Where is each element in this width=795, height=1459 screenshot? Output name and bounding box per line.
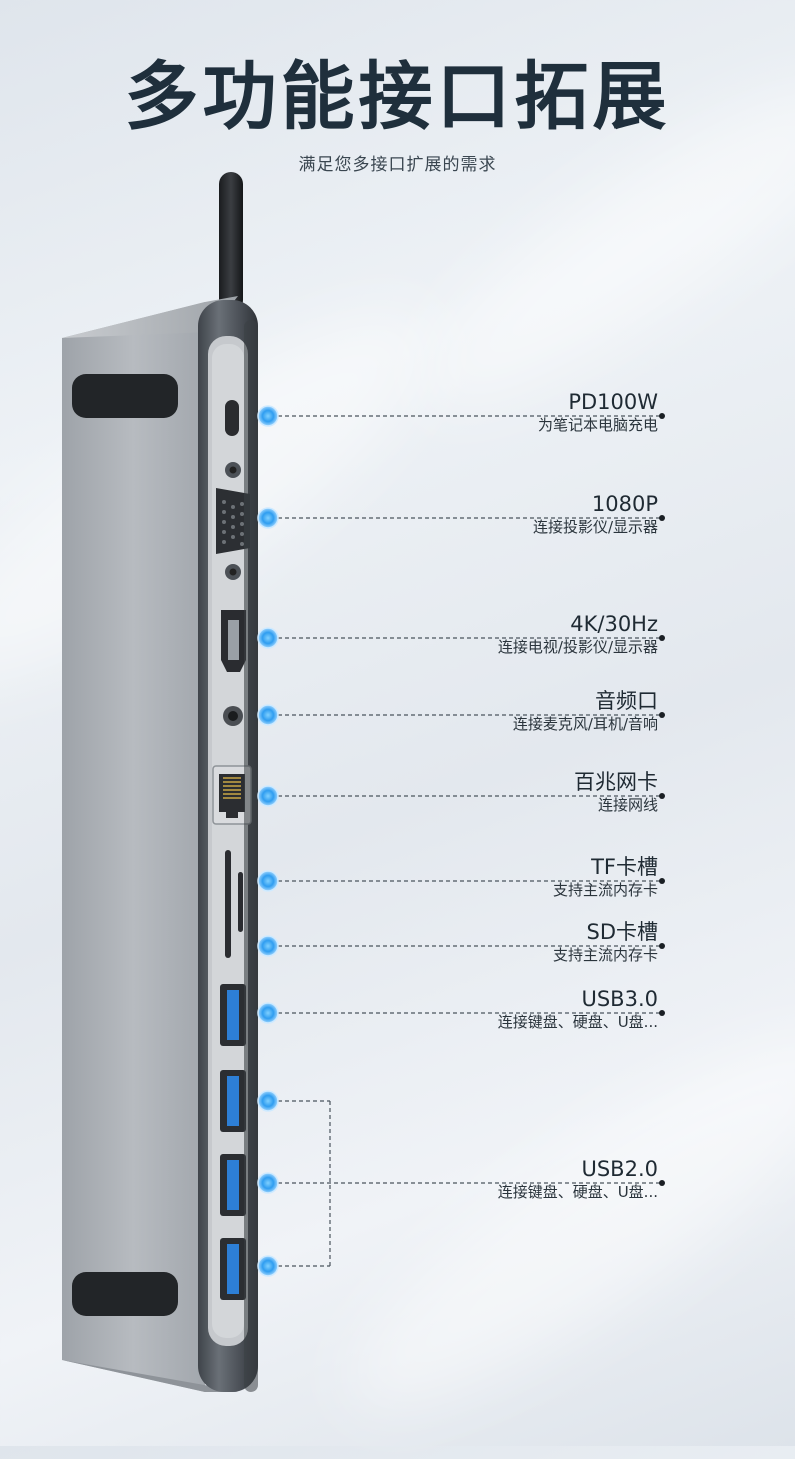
port-label-sd: SD卡槽 支持主流内存卡 xyxy=(553,919,658,965)
port-name: 4K/30Hz xyxy=(570,612,658,636)
port-label-hdmi: 4K/30Hz 连接电视/投影仪/显示器 xyxy=(498,611,658,657)
port-label-audio: 音频口 连接麦克风/耳机/音响 xyxy=(513,688,658,734)
hub-body xyxy=(62,302,205,1392)
port-description: 连接键盘、硬盘、U盘... xyxy=(497,1013,658,1031)
rubber-foot xyxy=(72,1272,178,1316)
port-description: 连接麦克风/耳机/音响 xyxy=(512,715,658,733)
port-description: 连接网线 xyxy=(597,796,658,814)
usb-port-icon xyxy=(220,1238,246,1300)
port-name: 百兆网卡 xyxy=(574,770,658,794)
port-label-usb3: USB3.0 连接键盘、硬盘、U盘... xyxy=(498,986,658,1032)
port-description: 支持主流内存卡 xyxy=(552,946,658,964)
port-description: 支持主流内存卡 xyxy=(552,881,658,899)
port-label-pd: PD100W 为笔记本电脑充电 xyxy=(538,389,658,435)
usb-c-cable xyxy=(219,172,243,312)
port-label-tf: TF卡槽 支持主流内存卡 xyxy=(553,854,658,900)
port-name: PD100W xyxy=(568,390,658,414)
port-label-ethernet: 百兆网卡 连接网线 xyxy=(574,769,658,815)
port-name: 音频口 xyxy=(595,689,658,713)
port-name: USB3.0 xyxy=(581,987,658,1011)
port-label-usb2: USB2.0 连接键盘、硬盘、U盘... xyxy=(498,1156,658,1202)
port-description: 为笔记本电脑充电 xyxy=(537,416,658,434)
usb-c-port-icon xyxy=(225,400,239,436)
port-description: 连接电视/投影仪/显示器 xyxy=(497,638,658,656)
tf-slot-icon xyxy=(238,872,243,932)
sd-slot-icon xyxy=(225,850,231,958)
port-name: USB2.0 xyxy=(581,1157,658,1181)
rubber-foot xyxy=(72,374,178,418)
port-name: TF卡槽 xyxy=(591,855,658,879)
leader-lines xyxy=(278,415,662,1267)
port-description: 连接投影仪/显示器 xyxy=(532,518,658,536)
usb-port-icon xyxy=(220,984,246,1046)
page-title: 多功能接口拓展 xyxy=(124,54,671,140)
port-marker-icon xyxy=(257,405,279,1277)
port-description: 连接键盘、硬盘、U盘... xyxy=(497,1183,658,1201)
port-name: 1080P xyxy=(591,492,658,516)
port-name: SD卡槽 xyxy=(586,920,658,944)
page-subtitle: 满足您多接口扩展的需求 xyxy=(298,155,497,175)
usb-port-icon xyxy=(220,1154,246,1216)
port-label-vga: 1080P 连接投影仪/显示器 xyxy=(533,491,658,537)
leader-end-dots xyxy=(659,413,665,1186)
usb-port-icon xyxy=(220,1070,246,1132)
